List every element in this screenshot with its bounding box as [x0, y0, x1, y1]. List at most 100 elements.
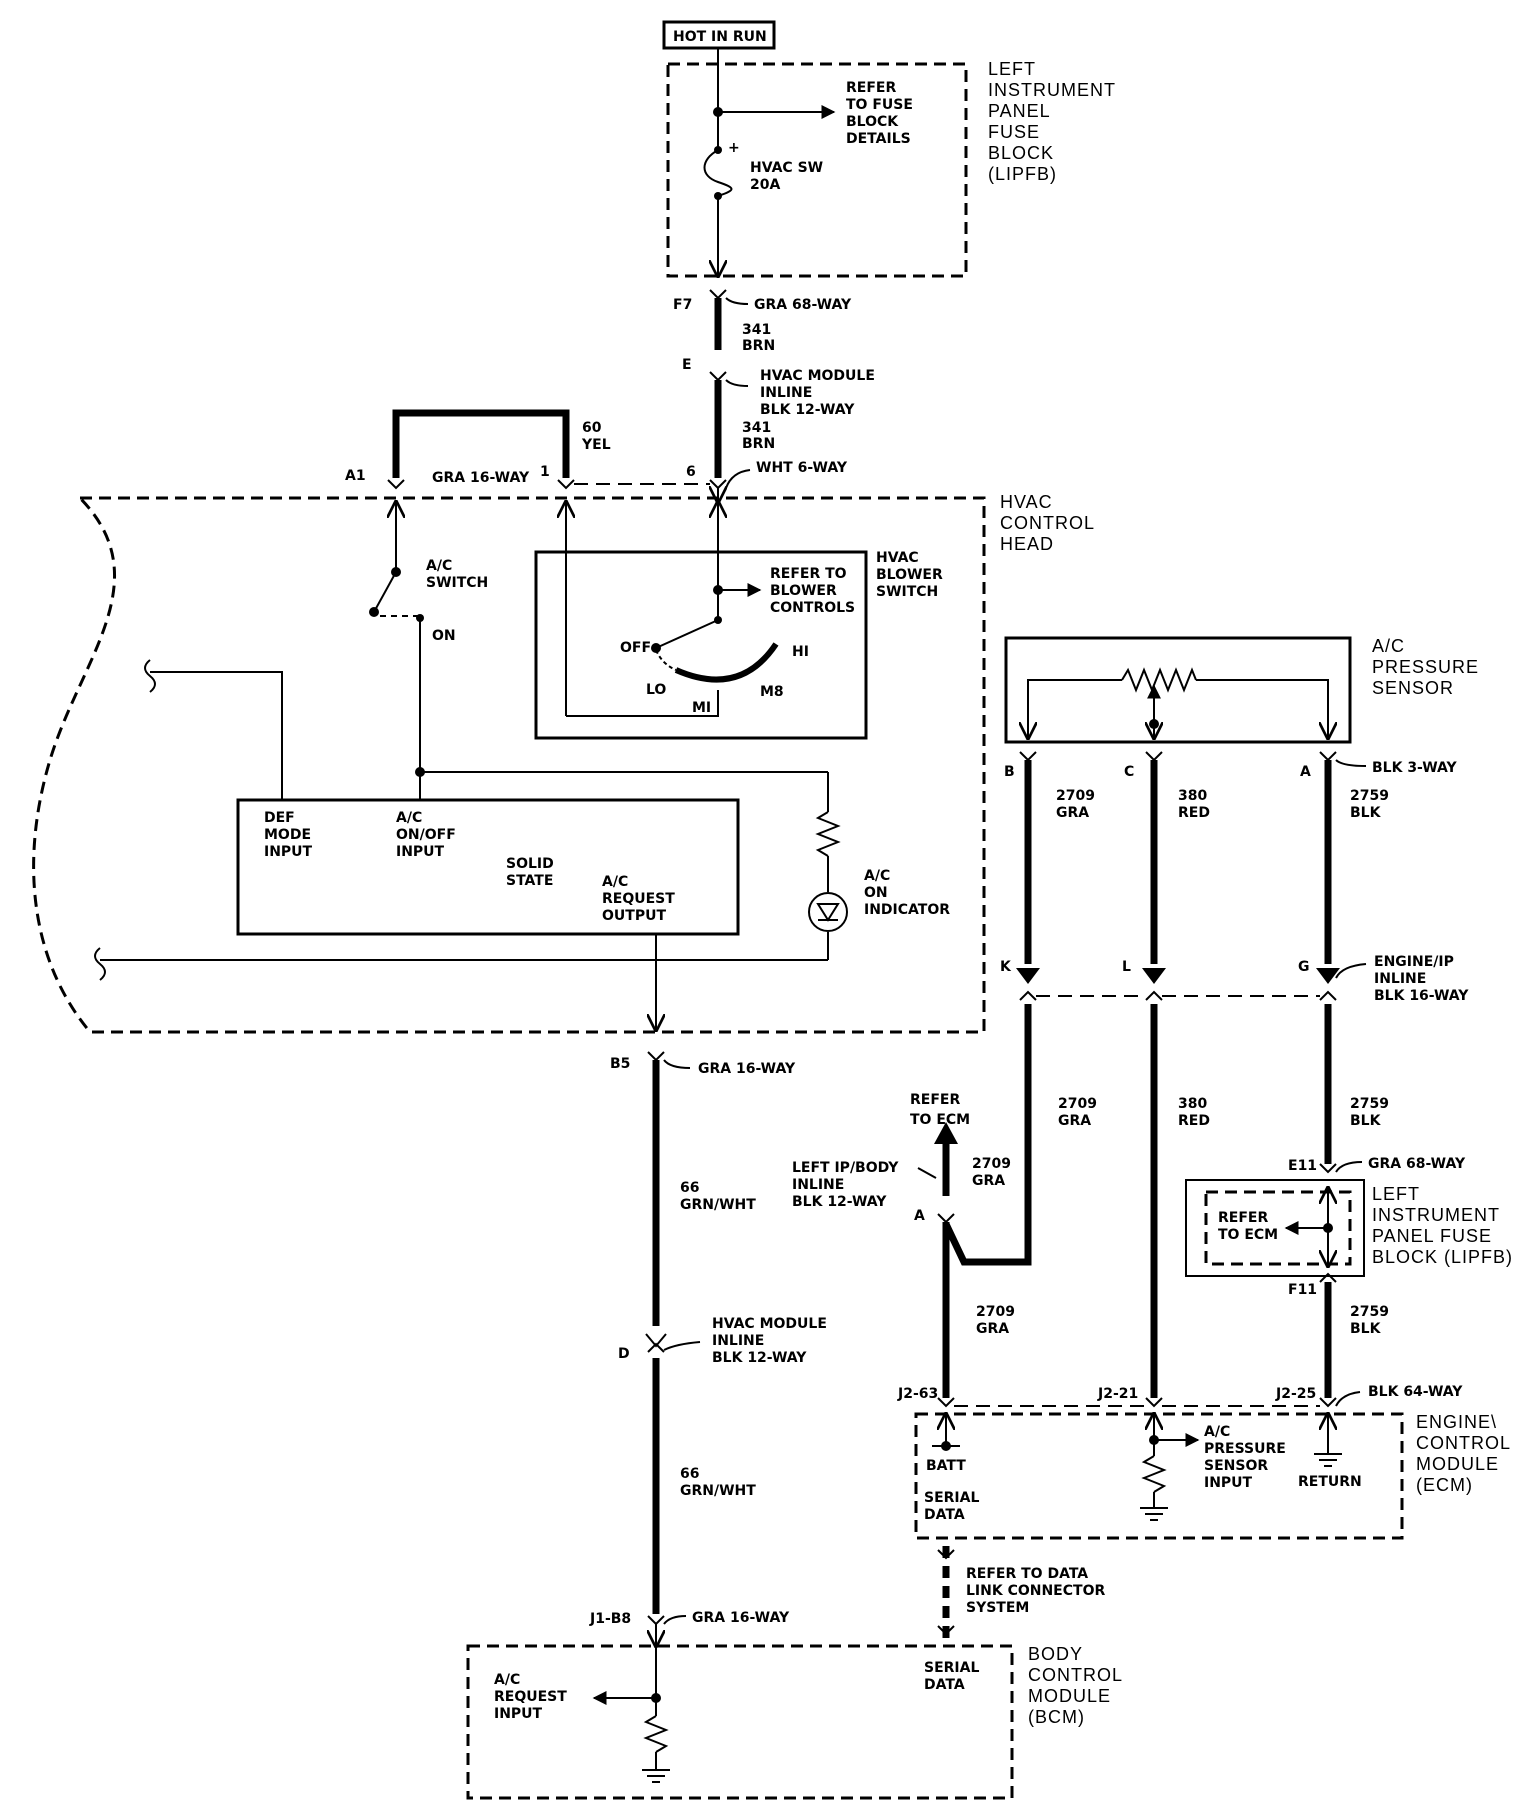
wire-341: F7 GRA 68-WAY 341 BRN E HVAC MODULE INLI… — [673, 289, 875, 502]
ecm-serial-1: SERIAL — [924, 1490, 979, 1506]
ac-request-2: REQUEST — [602, 891, 675, 907]
wire-60-color: YEL — [581, 437, 611, 453]
hvac-head-name-3: HEAD — [1000, 534, 1054, 554]
wire-2759-3-num: 2759 — [1350, 1304, 1389, 1320]
blower-lo: LO — [646, 682, 666, 698]
conn-j2-63: J2-63 — [897, 1386, 938, 1402]
hot-in-run-label: HOT IN RUN — [673, 29, 767, 45]
ac-onoff-2: ON/OFF — [396, 827, 456, 843]
bcm-serial-1: SERIAL — [924, 1660, 979, 1676]
left-ip-pin: A — [914, 1208, 925, 1224]
wire-2709-2-color: GRA — [1058, 1113, 1091, 1129]
wire-66-bot-num: 66 — [680, 1466, 699, 1482]
indicator-2: ON — [864, 885, 888, 901]
conn-d-name-2: INLINE — [712, 1333, 764, 1349]
ac-onoff-1: A/C — [396, 810, 422, 826]
engine-ip-name-1: ENGINE/IP — [1374, 954, 1454, 970]
lipfb-bot-name-4: BLOCK (LIPFB) — [1372, 1247, 1513, 1267]
conn-a1-pin: A1 — [345, 468, 366, 484]
conn-j2-25: J2-25 — [1275, 1386, 1316, 1402]
ac-request-3: OUTPUT — [602, 908, 666, 924]
lipfb-bot-refer-2: TO ECM — [1218, 1227, 1278, 1243]
bcm-request-1: A/C — [494, 1672, 520, 1688]
solid-state-2: STATE — [506, 873, 553, 889]
wire-341-bot-num: 341 — [742, 420, 771, 436]
ac-switch-label-2: SWITCH — [426, 575, 488, 591]
indicator-3: INDICATOR — [864, 902, 950, 918]
sensor-wires-upper: 2709 GRA 380 RED 2759 BLK K L G ENGINE/I… — [1000, 751, 1469, 1004]
ecm-return: RETURN — [1298, 1474, 1362, 1490]
ecm-pressure-1: A/C — [1204, 1424, 1230, 1440]
hvac-control-head: HVAC CONTROL HEAD A/C SWITCH ON OFF LO M… — [32, 492, 1095, 1034]
refer-blower-2: BLOWER — [770, 583, 837, 599]
conn-e11-pin: E11 — [1288, 1158, 1317, 1174]
wire-2709-3-color: GRA — [972, 1173, 1005, 1189]
ecm-name-1: ENGINE\ — [1416, 1412, 1497, 1432]
fuse-label-1: HVAC SW — [750, 160, 823, 176]
conn-e-pin: E — [682, 357, 692, 373]
wire-2709-4-num: 2709 — [976, 1304, 1015, 1320]
wire-66-top-num: 66 — [680, 1180, 699, 1196]
indicator-1: A/C — [864, 868, 890, 884]
def-input-3: INPUT — [264, 844, 313, 860]
lipfb-name-3: PANEL — [988, 101, 1051, 121]
sensor-pin-a: A — [1300, 764, 1311, 780]
fuse-plus: + — [728, 140, 740, 156]
lipfb-name-2: INSTRUMENT — [988, 80, 1116, 100]
lipfb-bot-name-2: INSTRUMENT — [1372, 1205, 1500, 1225]
conn-b5-name: GRA 16-WAY — [698, 1061, 796, 1077]
conn-f7-name: GRA 68-WAY — [754, 297, 852, 313]
wire-2759-2-color: BLK — [1350, 1113, 1382, 1129]
wire-2759-1-color: BLK — [1350, 805, 1382, 821]
left-ip-name-2: INLINE — [792, 1177, 844, 1193]
blower-hi: HI — [792, 644, 809, 660]
engine-ip-name-3: BLK 16-WAY — [1374, 988, 1469, 1004]
lipfb-name-1: LEFT — [988, 59, 1036, 79]
lipfb-name-5: BLOCK — [988, 143, 1054, 163]
wire-66-top-color: GRN/WHT — [680, 1197, 756, 1213]
hvac-head-name-1: HVAC — [1000, 492, 1053, 512]
bcm: A/C REQUEST INPUT SERIAL DATA BODY CONTR… — [466, 1644, 1122, 1800]
blower-switch-1: HVAC — [876, 550, 919, 566]
ac-onoff-3: INPUT — [396, 844, 445, 860]
ecm-pressure-3: SENSOR — [1204, 1458, 1268, 1474]
blower-switch-2: BLOWER — [876, 567, 943, 583]
hvac-head-name-2: CONTROL — [1000, 513, 1095, 533]
wire-380-2-num: 380 — [1178, 1096, 1207, 1112]
conn-j2-name: BLK 64-WAY — [1368, 1384, 1463, 1400]
conn-d-name-1: HVAC MODULE — [712, 1316, 827, 1332]
def-input-2: MODE — [264, 827, 311, 843]
wire-2709-3-num: 2709 — [972, 1156, 1011, 1172]
refer-blower-3: CONTROLS — [770, 600, 855, 616]
conn-k-pin: K — [1000, 959, 1012, 975]
conn-a1-name: GRA 16-WAY — [432, 470, 530, 486]
conn-j2-21: J2-21 — [1097, 1386, 1138, 1402]
bcm-serial-2: DATA — [924, 1677, 965, 1693]
wire-380-1-num: 380 — [1178, 788, 1207, 804]
wire-380-1-color: RED — [1178, 805, 1210, 821]
lipfb-refer-3: BLOCK — [846, 114, 899, 130]
ecm-serial-2: DATA — [924, 1507, 965, 1523]
conn-l-pin: L — [1122, 959, 1131, 975]
conn-e-name-3: BLK 12-WAY — [760, 402, 855, 418]
blower-off: OFF — [620, 640, 651, 656]
wire-66-bot-color: GRN/WHT — [680, 1483, 756, 1499]
lipfb-bot-name-1: LEFT — [1372, 1184, 1420, 1204]
conn-f11-pin: F11 — [1288, 1282, 1317, 1298]
conn-e11-name: GRA 68-WAY — [1368, 1156, 1466, 1172]
ecm-batt: BATT — [926, 1458, 966, 1474]
conn-f7-pin: F7 — [673, 297, 692, 313]
refer-ecm-top-1: REFER — [910, 1092, 960, 1108]
bcm-request-3: INPUT — [494, 1706, 543, 1722]
refer-dlc-1: REFER TO DATA — [966, 1566, 1088, 1582]
conn-6-pin: 6 — [686, 464, 696, 480]
blower-m1: MI — [692, 700, 711, 716]
wire-2759-3-color: BLK — [1350, 1321, 1382, 1337]
wire-66: B5 GRA 16-WAY 66 GRN/WHT D HVAC MODULE I… — [589, 1051, 827, 1646]
sensor-name-3: SENSOR — [1372, 678, 1454, 698]
ac-switch-label-1: A/C — [426, 558, 452, 574]
sensor-wires-middle: 2709 GRA 380 RED 2759 BLK REFER TO ECM 2… — [792, 1004, 1389, 1398]
bcm-name-1: BODY — [1028, 1644, 1083, 1664]
def-input-1: DEF — [264, 810, 295, 826]
ac-request-1: A/C — [602, 874, 628, 890]
